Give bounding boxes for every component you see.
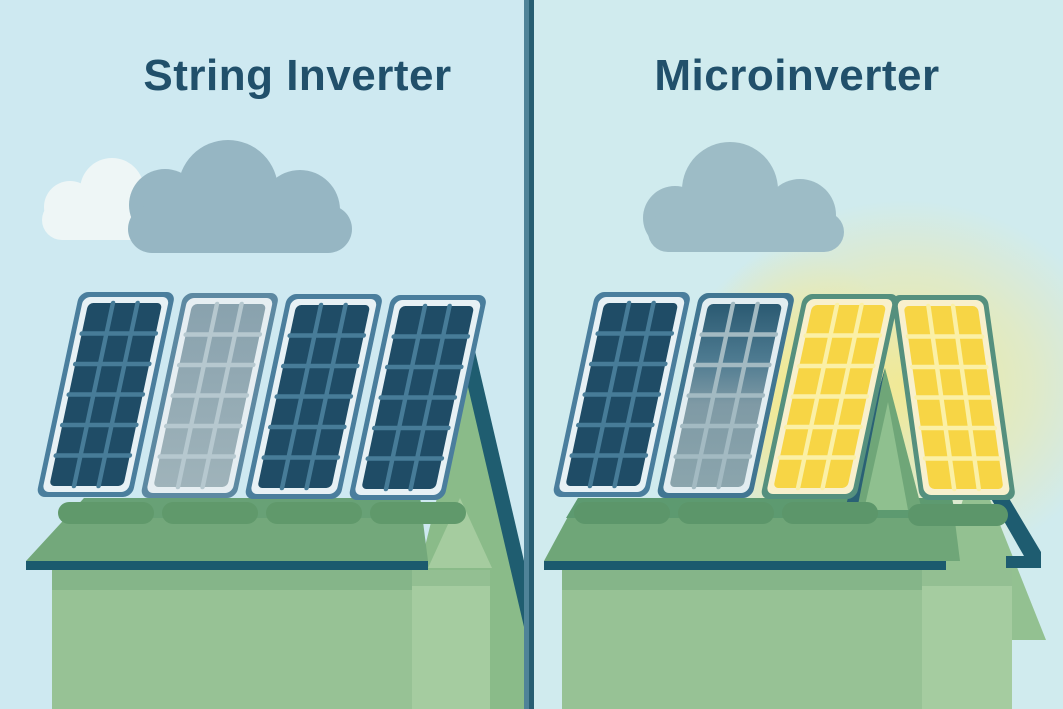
solar-panel-4-dark xyxy=(349,295,486,500)
wall-side-shadow xyxy=(412,570,490,586)
left-title: String Inverter xyxy=(143,51,452,100)
house-right xyxy=(544,368,1046,709)
panel-grid xyxy=(157,301,263,490)
wall-eave-shadow xyxy=(52,570,412,590)
panel-grid xyxy=(777,302,883,491)
solar-panel-2-partially-shaded xyxy=(657,293,794,498)
solar-panel-1-dark xyxy=(553,292,690,497)
gable-highlight xyxy=(428,498,492,568)
right-title: Microinverter xyxy=(654,51,940,100)
panel-grid xyxy=(365,303,471,492)
gable-roof-trim xyxy=(461,351,531,657)
solar-panel-1-dark xyxy=(37,292,174,497)
wall-front xyxy=(562,570,922,709)
solar-panel-3-dark xyxy=(245,294,382,499)
wall-side xyxy=(922,570,1012,709)
large-cloud-icon xyxy=(643,142,844,252)
panel-grid xyxy=(53,300,159,489)
string-inverter-scene xyxy=(0,0,531,709)
panel-mounts xyxy=(574,502,1008,526)
solar-panel-4-producing xyxy=(892,295,1015,500)
divider xyxy=(524,0,534,709)
panel-grid xyxy=(569,300,675,489)
wall-front xyxy=(52,570,412,709)
panel-grid xyxy=(261,302,367,491)
roof-fascia xyxy=(26,561,428,570)
panel-grid xyxy=(905,303,1002,492)
panel-grid xyxy=(673,301,779,490)
solar-panel-2-shaded xyxy=(141,293,278,498)
roof-fascia xyxy=(544,561,946,570)
wall-eave-shadow xyxy=(562,570,922,590)
house-left xyxy=(26,351,531,709)
microinverter-scene xyxy=(531,0,1063,709)
large-cloud-icon xyxy=(128,140,352,253)
panel-mounts xyxy=(58,502,466,524)
wall-side-shadow xyxy=(922,570,1012,586)
solar-panel-3-producing xyxy=(761,294,898,499)
wall-side xyxy=(412,570,490,709)
